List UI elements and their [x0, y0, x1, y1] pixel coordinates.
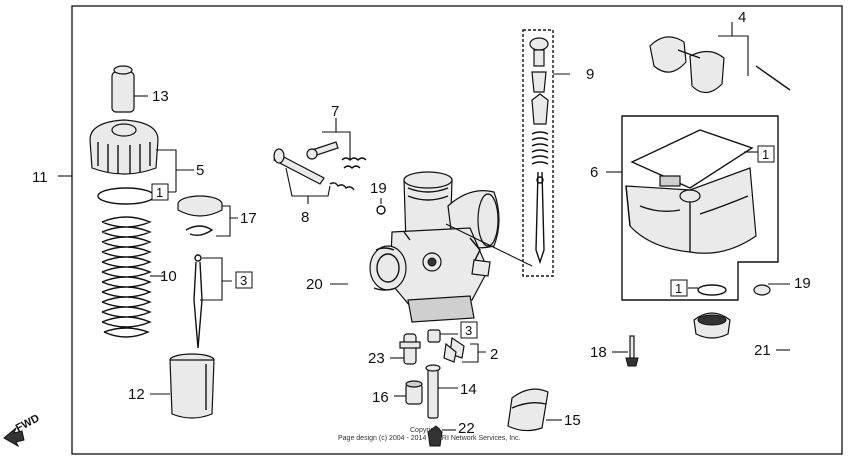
- callout-9: 9: [586, 66, 594, 83]
- callout-6: 6: [590, 164, 598, 181]
- part-12-throttle-slide: [150, 353, 215, 419]
- part-jet-assembly-2: [427, 329, 486, 363]
- box-3-b: [460, 321, 478, 339]
- fwd-arrow-icon: [3, 427, 25, 448]
- part-23-jet: [390, 333, 421, 365]
- callout-22: 22: [458, 420, 475, 437]
- part-8-throttle-stop-screw: [273, 148, 355, 204]
- callout-4: 4: [738, 9, 746, 26]
- part-float-bowl: [625, 167, 757, 254]
- callout-15: 15: [564, 412, 581, 429]
- part-19-clip-a: [376, 198, 386, 215]
- part-9-needle-stack: [522, 29, 570, 277]
- callout-18: 18: [590, 344, 607, 361]
- part-jet-needle: [193, 254, 232, 349]
- diagram-frame: [71, 5, 843, 455]
- callout-19-b: 19: [794, 275, 811, 292]
- callout-8: 8: [301, 209, 309, 226]
- callout-17: 17: [240, 210, 257, 227]
- part-22-main-jet: [427, 425, 456, 447]
- svg-text:3: 3: [465, 323, 472, 338]
- svg-text:1: 1: [156, 185, 163, 200]
- callout-16: 16: [372, 389, 389, 406]
- part-drain-plug: [688, 284, 731, 339]
- callout-7: 7: [331, 103, 339, 120]
- box-3-a: [235, 271, 253, 289]
- svg-text:1: 1: [762, 147, 769, 162]
- callout-2: 2: [490, 346, 498, 363]
- callout-14: 14: [460, 381, 477, 398]
- callout-12: 12: [128, 386, 145, 403]
- part-o-ring: [97, 187, 155, 205]
- callout-13: 13: [152, 88, 169, 105]
- part-17-retainer: [177, 195, 238, 237]
- callout-23: 23: [368, 350, 385, 367]
- callout-19-a: 19: [370, 180, 387, 197]
- box-1-b: [757, 145, 775, 163]
- callout-20: 20: [306, 276, 323, 293]
- part-18-screw: [612, 335, 639, 367]
- callout-21: 21: [754, 342, 771, 359]
- part-5-top-cap: [89, 119, 194, 192]
- copyright-line-2: Page design (c) 2004 - 2014 by ARI Netwo…: [338, 435, 521, 442]
- part-10-spring: [101, 216, 164, 338]
- part-7-screw-set: [306, 118, 367, 169]
- part-15-float: [507, 388, 562, 432]
- part-13-cap: [111, 65, 148, 113]
- part-14-needle-jet: [425, 364, 458, 419]
- part-16-jet-holder: [394, 380, 423, 405]
- carburetor-body: [369, 171, 533, 323]
- callout-5: 5: [196, 162, 204, 179]
- svg-text:1: 1: [675, 281, 682, 296]
- part-19-clip-b: [753, 283, 790, 296]
- fwd-label: FWD: [14, 412, 42, 434]
- part-4-float: [649, 22, 791, 94]
- box-1-c: [670, 279, 688, 297]
- group-6-outline: [621, 115, 779, 301]
- svg-text:3: 3: [240, 273, 247, 288]
- part-21-drain-tube: [767, 293, 813, 443]
- callout-11: 11: [32, 169, 48, 186]
- part-20-tube: [327, 211, 363, 327]
- copyright-line-1: Copyright: [410, 427, 440, 434]
- box-1-a: [151, 183, 169, 201]
- callout-10: 10: [160, 268, 177, 285]
